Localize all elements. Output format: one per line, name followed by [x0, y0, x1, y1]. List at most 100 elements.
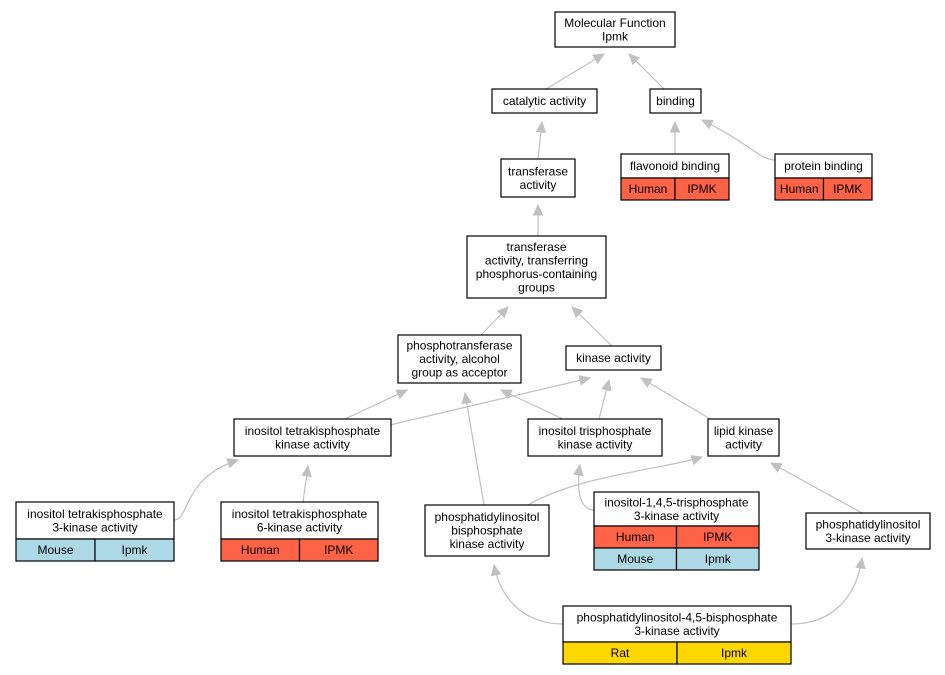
edge-arrowhead [490, 563, 502, 577]
edge-arrowhead [639, 377, 653, 388]
node-label-line: phosphatidylinositol [435, 510, 540, 524]
edge-pibk-to-lipk [527, 455, 704, 506]
node-label-line: catalytic activity [503, 94, 586, 108]
edge-itka-to-kin [389, 375, 592, 426]
edge-itrk-to-ptaa [499, 389, 564, 420]
edge-pibk-to-ptaa [461, 391, 485, 506]
edge-pip2-to-pibk [490, 563, 564, 625]
node-label-line: 3-kinase activity [634, 624, 719, 638]
species-label: Human [780, 182, 819, 196]
node-label-line: activity [520, 178, 557, 192]
edge-arrowhead [690, 455, 704, 466]
node-label-line: inositol trisphosphate [539, 424, 652, 438]
edge-arrowhead [592, 53, 606, 64]
node-box [565, 345, 662, 371]
edge-lipk-to-kin [639, 377, 713, 421]
edge-line [344, 389, 408, 420]
edge-tpcg-to-trans [532, 203, 544, 236]
edge-line [790, 557, 863, 625]
species-label: Human [241, 543, 280, 557]
edge-arrowhead [700, 119, 714, 130]
edge-pi3k-to-lipk [769, 462, 863, 514]
edge-arrowhead [499, 389, 513, 400]
node-label-line: activity, alcohol [419, 352, 499, 366]
edge-line [500, 389, 564, 420]
species-label: Mouse [37, 543, 73, 557]
node-box [707, 418, 780, 457]
node-label-line: group as acceptor [411, 366, 507, 380]
node-label-line: 3-kinase activity [52, 520, 137, 534]
node-label-line: transferase [508, 164, 568, 178]
species-label: Rat [611, 646, 630, 660]
node-label-line: groups [518, 280, 555, 294]
node-label-line: protein binding [784, 159, 863, 173]
edge-line [464, 392, 485, 506]
gene-label: Ipmk [721, 646, 748, 660]
node-box [220, 501, 379, 540]
node-label-line: kinase activity [450, 537, 525, 551]
node-box [593, 491, 760, 527]
species-label: Mouse [617, 552, 653, 566]
gene-cell [675, 547, 760, 571]
edge-arrowhead [535, 120, 547, 134]
edge-prot-to-bind [700, 119, 776, 161]
gene-label: IPMK [833, 182, 862, 196]
node-box [554, 11, 676, 48]
edge-arrowhead [628, 53, 641, 66]
node-label-line: activity [725, 437, 762, 451]
node-box [424, 504, 550, 557]
go-term-node-cat[interactable]: catalytic activity [491, 88, 598, 114]
edge-arrowhead [571, 306, 584, 319]
node-label-line: activity, transferring [485, 253, 588, 267]
edge-arrowhead [573, 463, 584, 477]
edge-arrowhead [532, 203, 544, 216]
go-term-node-kin[interactable]: kinase activity [565, 345, 662, 371]
edge-arrowhead [301, 464, 312, 478]
edge-arrowhead [855, 556, 866, 570]
edge-layer [173, 53, 866, 625]
edge-flav-to-bind [669, 120, 681, 154]
node-label-line: Ipmk [602, 29, 629, 43]
node-label-line: 3-kinase activity [825, 531, 910, 545]
gene-label: IPMK [687, 182, 716, 196]
node-label-line: kinase activity [558, 437, 633, 451]
species-label: Human [616, 530, 655, 544]
edge-pip2-to-pi3k [790, 556, 866, 625]
edge-cat-to-mf [545, 53, 606, 90]
go-term-node-pip2[interactable]: phosphatidylinositol-4,5-bisphosphate3-k… [562, 605, 792, 665]
node-label-line: lipid kinase [714, 424, 774, 438]
node-box [466, 235, 607, 299]
node-label-line: inositol tetrakisphosphate [245, 424, 381, 438]
go-term-node-bind[interactable]: binding [649, 88, 702, 114]
node-label-line: phosphatidylinositol-4,5-bisphosphate [577, 610, 778, 624]
node-box [527, 418, 663, 457]
gene-label: Ipmk [121, 543, 148, 557]
node-label-line: 6-kinase activity [257, 520, 342, 534]
gene-label: IPMK [703, 530, 732, 544]
node-label-line: transferase [506, 240, 566, 254]
node-label-line: kinase activity [576, 351, 651, 365]
node-label-line: inositol tetrakisphosphate [232, 507, 368, 521]
gene-cell [298, 538, 379, 562]
edge-it6k-to-itka [301, 464, 312, 503]
edge-arrowhead [461, 391, 472, 405]
node-label-line: flavonoid binding [630, 159, 720, 173]
node-label-line: kinase activity [275, 437, 350, 451]
edge-ptaa-to-tpcg [480, 306, 509, 336]
gene-cell [674, 177, 730, 201]
